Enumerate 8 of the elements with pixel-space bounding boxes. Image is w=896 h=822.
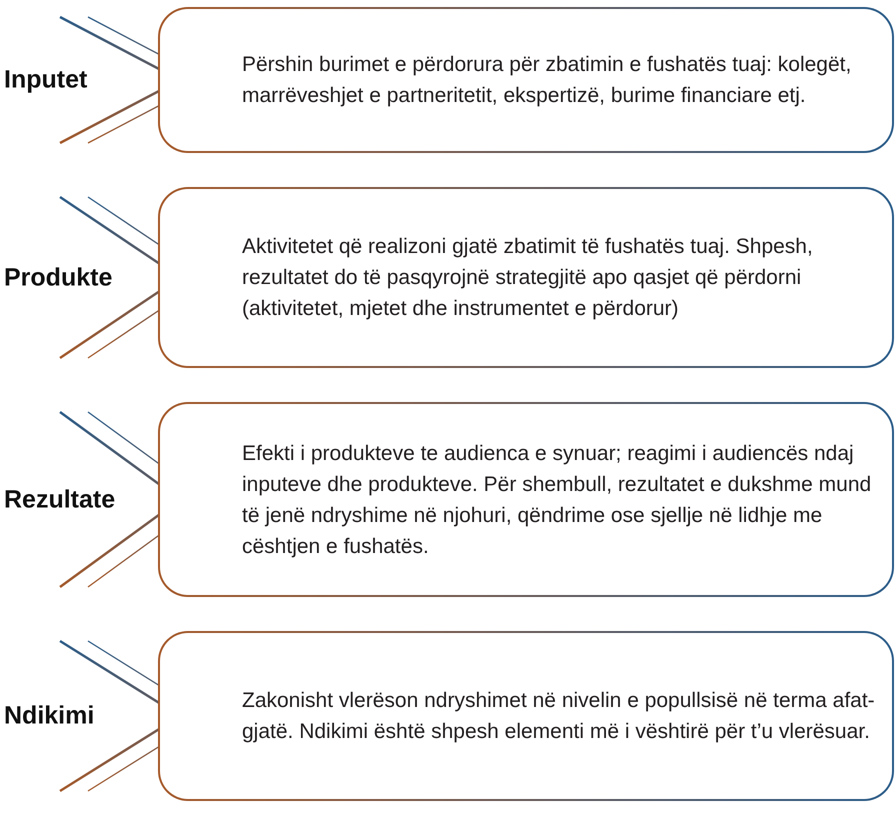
step-title: Ndikimi (4, 702, 94, 730)
step-title: Rezultate (4, 485, 116, 514)
description-text: Zakonisht vlerëson ndryshimet në nivelin e popullsisë në terma afat-gjatë. Ndikimi është shpesh elementi më i vështirë për t’u vlerësuar. (242, 688, 876, 745)
step-title: Inputet (4, 66, 88, 94)
description-text: Përshin burimet e përdorura për zbatimin e fushatës tuaj: kolegët, marrëveshjet e partneritetit, ekspertizë, burime financiare etj. (242, 52, 852, 109)
description-text: Efekti i produkteve te audienca e synuar; reagimi i audiencës ndaj inputeve dhe produkteve. Për shembull, rezultatet e dukshme mund të jenë ndryshime në njohuri, qëndrime ose sjellje në lidhje me cështjen e fushatës. (242, 440, 872, 560)
description-text: Aktivitetet që realizoni gjatë zbatimit të fushatës tuaj. Shpesh, rezultatet do të pasqyrojnë strategjitë apo qasjet që përdorni (aktivitetet, mjetet dhe instrumentet e përdorur) (242, 234, 814, 322)
step-title: Produkte (4, 263, 112, 292)
